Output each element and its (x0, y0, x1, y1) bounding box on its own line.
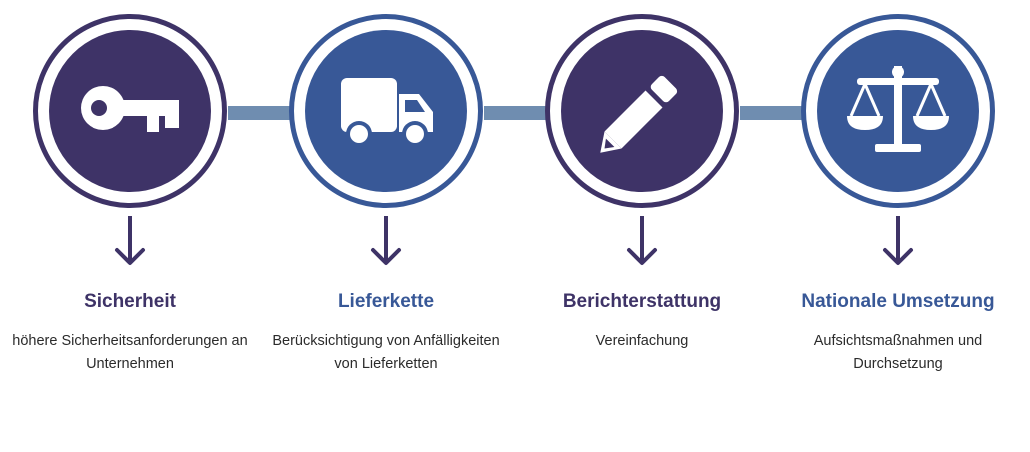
down-arrow-icon (115, 216, 145, 265)
step-description: Berücksichtigung von Anfälligkeiten von … (272, 333, 500, 372)
step-disc (49, 30, 211, 192)
step-description: Aufsichtsmaßnahmen und Durchsetzung (813, 333, 983, 372)
step-description: höhere Sicherheitsanforderungen an Unter… (12, 333, 248, 372)
step-title: Nationale Umsetzung (801, 291, 995, 312)
connector-3-4 (740, 106, 808, 120)
connector-1-2 (228, 106, 296, 120)
step-disc (817, 30, 979, 192)
step-ring (545, 14, 739, 208)
down-arrow-icon (371, 216, 401, 265)
down-arrow-icon (627, 216, 657, 265)
pencil-icon (600, 75, 678, 153)
step-title: Lieferkette (337, 291, 435, 312)
connector-2-3 (484, 106, 552, 120)
step-ring (289, 14, 483, 208)
down-arrow-icon (883, 216, 913, 265)
key-icon (81, 86, 179, 132)
step-title: Berichterstattung (562, 291, 722, 312)
step-ring (801, 14, 995, 208)
scales-icon (847, 66, 949, 152)
step-title: Sicherheit (84, 291, 176, 312)
step-ring (33, 14, 227, 208)
step-disc (561, 30, 723, 192)
truck-icon (341, 78, 433, 147)
step-description: Vereinfachung (595, 333, 689, 349)
step-disc (305, 30, 467, 192)
